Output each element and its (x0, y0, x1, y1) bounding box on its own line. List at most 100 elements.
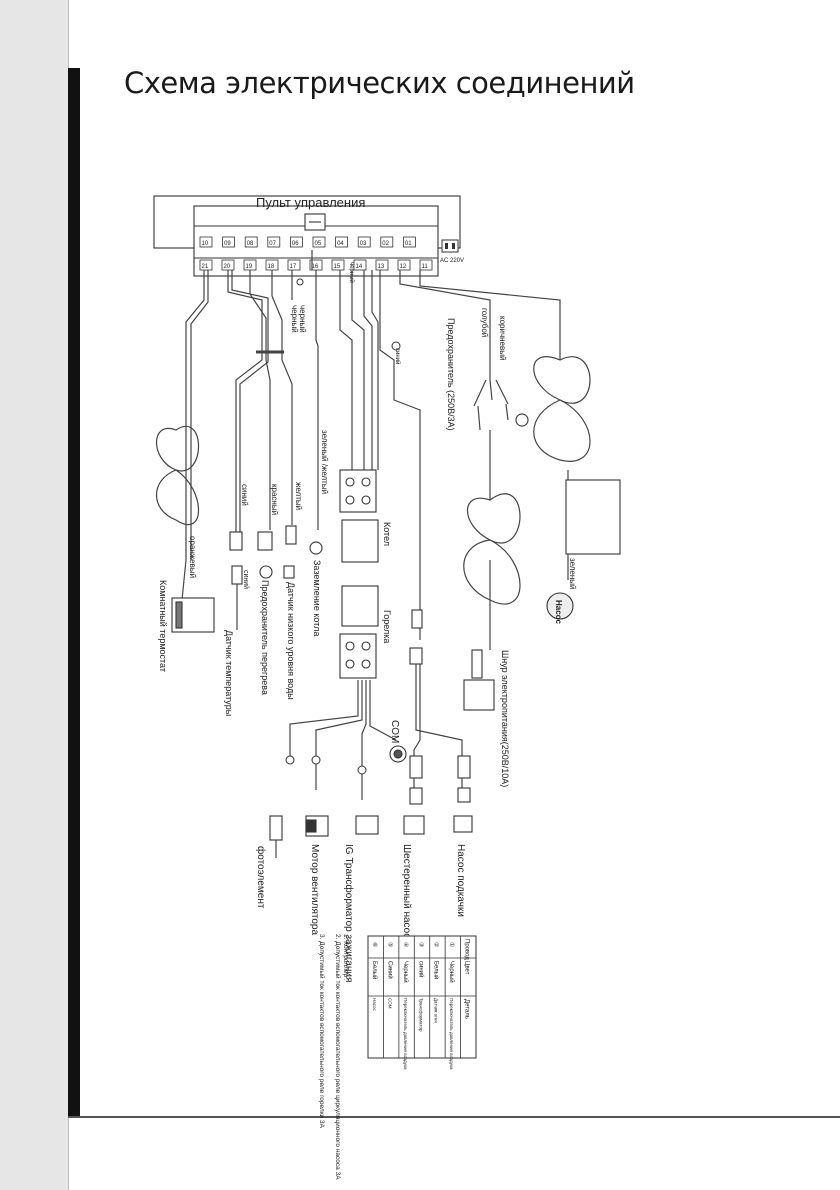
legend-color: Синий (386, 961, 393, 979)
pin-top-label: 01 (405, 241, 412, 247)
pin-top-label: 05 (315, 241, 322, 247)
pin-bottom (199, 259, 213, 271)
label-blue: синий (240, 484, 249, 506)
legend-color: Белый (433, 961, 440, 979)
pin-top (402, 236, 416, 248)
pin-top-label: 03 (360, 241, 367, 247)
pin-bottom (375, 259, 389, 271)
pin-bottom-label: 12 (400, 264, 407, 270)
bottom-pin-row: 21 20 19 18 17 16 15 14 13 12 11 (199, 259, 433, 271)
pin-top (335, 236, 349, 248)
photocell (269, 815, 283, 841)
pin-bottom-label: 17 (290, 264, 297, 270)
pin-bottom (353, 259, 367, 271)
legend-color: Белый (371, 961, 378, 979)
control-panel-title: Пульт управления (256, 195, 365, 210)
ignition-transformer (355, 815, 379, 835)
power-plug (463, 679, 495, 711)
pump-badge (546, 592, 574, 620)
label-orange: оранжевый (188, 536, 197, 578)
label-photocell: фотоэлемент (255, 846, 267, 909)
label-room-thermostat: Комнатный термостат (158, 580, 168, 672)
gear-pump (403, 815, 425, 835)
label-light-blue: голубой (480, 308, 489, 337)
label-feed-pump: Насос подкачки (455, 844, 466, 917)
note-3: 3. Допустимый ток контактов вспомогатель… (318, 934, 326, 1129)
pin-top (222, 236, 236, 248)
pin-bottom-label: 20 (224, 264, 231, 270)
label-brown: коричневый (498, 316, 507, 360)
pin-top-label: 08 (247, 241, 254, 247)
boiler-connector (339, 469, 377, 513)
pin-bottom-label: 18 (268, 264, 275, 270)
pump-box (565, 479, 621, 555)
legend-num: ④ (402, 942, 409, 947)
legend-num: ② (433, 942, 440, 947)
margin-bar (68, 68, 80, 1116)
pin-top (244, 236, 258, 248)
pin-top-label: 10 (202, 241, 209, 247)
pin-bottom (287, 259, 301, 271)
label-pump-badge: Насос (554, 600, 563, 624)
pin-bottom-label: 19 (246, 264, 253, 270)
label-blue-2: синий (242, 570, 250, 589)
label-low-water: Датчик низкого уровня воды (286, 582, 296, 700)
pin-top (312, 236, 326, 248)
label-green-yellow: зеленый /желтый (320, 430, 329, 494)
feed-pump (453, 815, 473, 833)
label-com: COM (389, 720, 400, 743)
pin-top (199, 236, 213, 248)
label-temp-sensor: Датчик температуры (224, 630, 234, 716)
pin-top (289, 236, 303, 248)
pin-bottom-label: 15 (334, 264, 341, 270)
label-fan-motor: Мотор вентилятора (309, 844, 320, 935)
label-gear-pump: Шестеренный насос (401, 844, 412, 938)
label-blue-top: синий (394, 348, 401, 364)
pin-bottom-label: 16 (312, 264, 319, 270)
legend-num: ⑤ (386, 942, 393, 947)
pin-top (380, 236, 394, 248)
pin-bottom (419, 259, 433, 271)
legend-part: Переключатель давления воздуха (449, 998, 454, 1070)
legend-num: ① (448, 942, 455, 947)
pin-bottom-label: 14 (356, 264, 363, 270)
pin-top-label: 07 (269, 241, 276, 247)
legend-color: Черный (402, 961, 409, 983)
label-boiler: Котел (382, 522, 392, 546)
legend-color: синий (417, 961, 424, 977)
pin-top-label: 02 (382, 241, 389, 247)
pin-bottom-label: 13 (378, 264, 385, 270)
note-1: 1. Контроллер : (342, 934, 349, 981)
legend-part: Насос (372, 998, 377, 1012)
legend-num: ③ (417, 942, 424, 947)
pin-bottom (397, 259, 411, 271)
pin-bottom-label: 11 (422, 264, 429, 270)
label-fuse: Предохранитель (250В/3А) (446, 318, 456, 431)
legend-header: Провод (464, 939, 470, 960)
pin-bottom-label: 21 (202, 264, 209, 270)
pin-top (357, 236, 371, 248)
pin-bottom (331, 259, 345, 271)
label-plug: Шнур электропитания(250В/10А) (500, 650, 510, 787)
note-2: 2. Допустимый ток контактов вспомогатель… (334, 934, 342, 1180)
legend-header: Деталь (464, 999, 470, 1019)
legend-part: Трансформатор (418, 998, 423, 1032)
legend-part: Датчик огня (434, 998, 439, 1023)
pin-top-label: 06 (292, 241, 299, 247)
label-green: зеленый (568, 558, 577, 590)
label-yellow: желтый (294, 482, 303, 510)
labels: черный черный черный синий коричневый го… (158, 262, 577, 982)
legend-part: Переключатель давления воздуха (403, 998, 408, 1070)
pin-top-label: 09 (224, 241, 231, 247)
label-ignition: IG Трансформатор зажигания (343, 844, 355, 982)
temp-sensor-plug (229, 531, 243, 551)
legend-header: Цвет (464, 961, 470, 975)
power-label: AC 220V (440, 258, 464, 264)
label-black-3: черный (348, 262, 355, 283)
legend-part: COM (387, 998, 392, 1009)
label-black-1: черный (290, 305, 299, 333)
label-overheat-fuse: Предохранитель перегрева (260, 580, 270, 695)
